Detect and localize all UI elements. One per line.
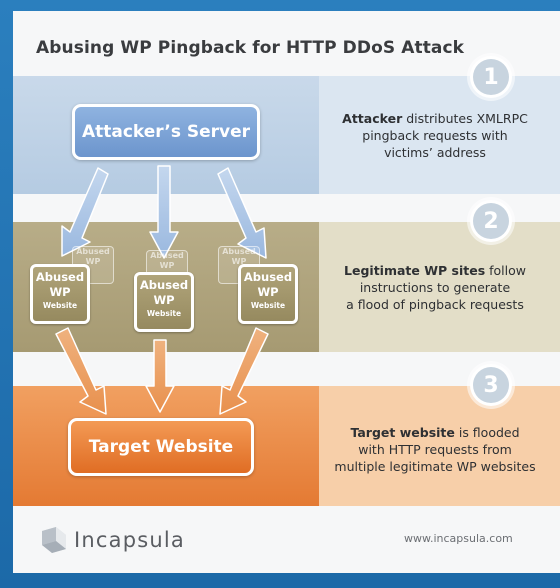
step-2-text-area	[319, 222, 560, 352]
step-1-text-area	[319, 76, 560, 194]
wp-ghost-line1: Abused	[222, 247, 256, 256]
step-1-description: Attacker distributes XMLRPC pingback req…	[322, 110, 548, 161]
wp-ghost-line1: Abused	[76, 247, 110, 256]
abused-wp-website-right: Abused WP Website	[238, 264, 298, 324]
infographic-title: Abusing WP Pingback for HTTP DDoS Attack	[36, 38, 465, 58]
step-1-number-badge: 1	[470, 56, 512, 98]
wp-ghost-line2: WP	[231, 257, 247, 266]
step-2-line2: instructions to generate	[359, 280, 511, 295]
step-3-text-area	[319, 386, 560, 506]
arrow-server-to-wp-right	[217, 167, 267, 259]
step-3-description: Target website is flooded with HTTP requ…	[322, 424, 548, 475]
step-1-line1: distributes XMLRPC	[402, 111, 528, 126]
step-2-number-badge: 2	[470, 200, 512, 242]
wp-ghost-line1: Abused	[150, 251, 184, 260]
step-1-line2: pingback requests with	[362, 128, 508, 143]
step-2-description: Legitimate WP sites follow instructions …	[322, 262, 548, 313]
step-2-number: 2	[473, 203, 509, 239]
step-1-number: 1	[473, 59, 509, 95]
wp-site-line1: Abused	[139, 278, 189, 292]
attacker-server-box: Attacker’s Server	[72, 104, 260, 160]
wp-site-line2: WP	[153, 293, 175, 307]
footer-url[interactable]: www.incapsula.com	[404, 532, 513, 545]
step-3-line1: is flooded	[454, 425, 520, 440]
step-3-number-badge: 3	[470, 364, 512, 406]
wp-site-line1: Abused	[243, 270, 293, 284]
step-3-line2: with HTTP requests from	[358, 442, 512, 457]
abused-wp-website-left: Abused WP Website	[30, 264, 90, 324]
incapsula-logo: Incapsula	[40, 527, 185, 553]
arrow-wp-center-to-target	[145, 339, 175, 413]
step-1-line3: victims’ address	[384, 145, 486, 160]
step-1-emphasis: Attacker	[342, 111, 403, 126]
step-2-emphasis: Legitimate WP sites	[344, 263, 486, 278]
step-2-line3: a flood of pingback requests	[346, 297, 524, 312]
step-3-number: 3	[473, 367, 509, 403]
incapsula-logo-icon	[42, 527, 66, 553]
wp-site-line3: Website	[42, 301, 78, 310]
step-2-line1: follow	[485, 263, 526, 278]
wp-site-line3: Website	[146, 309, 182, 318]
arrow-server-to-wp-center	[149, 165, 179, 259]
arrow-wp-left-to-target	[55, 327, 107, 415]
wp-ghost-line2: WP	[159, 261, 175, 270]
arrow-server-to-wp-left	[61, 167, 109, 257]
step-3-emphasis: Target website	[350, 425, 455, 440]
step-3-line3: multiple legitimate WP websites	[334, 459, 536, 474]
abused-wp-website-center: Abused WP Website	[134, 272, 194, 332]
wp-ghost-line2: WP	[85, 257, 101, 266]
wp-site-line2: WP	[257, 285, 279, 299]
incapsula-brand-name: Incapsula	[74, 528, 186, 552]
target-website-box: Target Website	[68, 418, 254, 476]
wp-site-line3: Website	[250, 301, 286, 310]
wp-site-line2: WP	[49, 285, 71, 299]
arrow-wp-right-to-target	[219, 327, 269, 415]
wp-site-line1: Abused	[35, 270, 85, 284]
